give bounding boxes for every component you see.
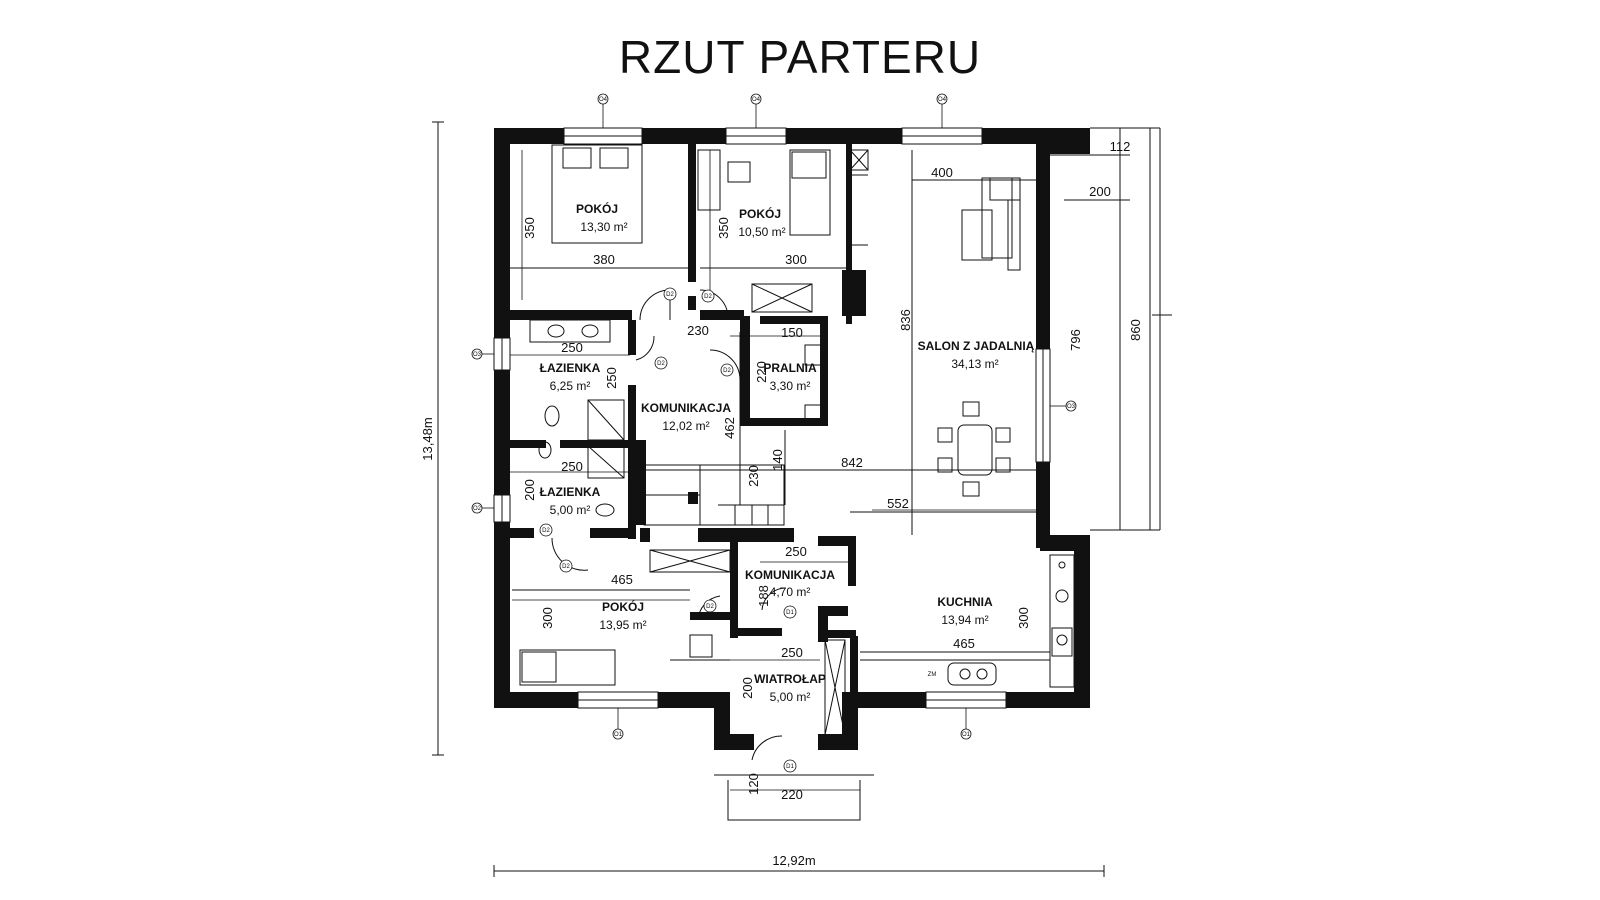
window-tag: O1 <box>962 732 971 738</box>
dimension-label: 150 <box>781 325 803 340</box>
dimension-labels: 350 380 350 300 400 112 200 836 796 860 … <box>522 139 1143 802</box>
room-name: KOMUNIKACJA <box>745 568 835 582</box>
walls <box>494 128 1090 750</box>
room-area: 10,50 m² <box>738 225 785 239</box>
dimension-label: 200 <box>522 479 537 501</box>
dimension-label: 220 <box>781 787 803 802</box>
dimension-label: 796 <box>1068 329 1083 351</box>
dimension-label: 250 <box>561 459 583 474</box>
door-tag: D2 <box>542 528 550 534</box>
room-name: POKÓJ <box>602 599 644 614</box>
dimension-label: 230 <box>687 323 709 338</box>
room-name: POKÓJ <box>739 206 781 221</box>
dimension-label: 250 <box>785 544 807 559</box>
dimension-label: 462 <box>722 417 737 439</box>
dimension-label: 465 <box>611 572 633 587</box>
room-area: 6,25 m² <box>550 379 591 393</box>
window-tag-markers <box>471 93 1077 740</box>
room-area: 13,95 m² <box>599 618 646 632</box>
dimension-label: 552 <box>887 496 909 511</box>
overall-width-label: 12,92m <box>772 853 815 868</box>
dimension-label: 250 <box>604 367 619 389</box>
room-name: WIATROŁAP <box>754 672 826 686</box>
window-tag: O1 <box>614 732 623 738</box>
interior-lines <box>510 144 1075 821</box>
windows <box>493 127 1051 709</box>
window-tag: O4 <box>599 97 608 103</box>
room-name: ŁAZIENKA <box>540 485 601 499</box>
dimension-label: 220 <box>754 361 769 383</box>
overall-height-label: 13,48m <box>420 417 435 460</box>
door-tag: D2 <box>666 292 674 298</box>
door-tag: D1 <box>786 764 794 770</box>
overall-dimension-lines <box>432 121 1105 877</box>
window-tag: O3 <box>473 352 482 358</box>
dimension-label: 200 <box>1089 184 1111 199</box>
dimension-label: 188 <box>756 585 771 607</box>
dimension-label: 200 <box>740 677 755 699</box>
small-label: ZM <box>928 672 937 678</box>
dimension-label: 230 <box>746 465 761 487</box>
dimension-label: 250 <box>561 340 583 355</box>
room-name: KOMUNIKACJA <box>641 401 731 415</box>
room-area: 13,94 m² <box>941 613 988 627</box>
room-name: PRALNIA <box>763 361 817 375</box>
room-area: 34,13 m² <box>951 357 998 371</box>
dimension-label: 465 <box>953 636 975 651</box>
window-tag: O4 <box>752 97 761 103</box>
dimension-label: 380 <box>593 252 615 267</box>
room-name: KUCHNIA <box>937 595 993 609</box>
door-tag: D2 <box>723 368 731 374</box>
room-name: ŁAZIENKA <box>540 361 601 375</box>
door-tag: D2 <box>562 564 570 570</box>
window-tag: O4 <box>938 97 947 103</box>
plan-title: RZUT PARTERU <box>618 31 982 83</box>
dimension-label: 860 <box>1128 319 1143 341</box>
inner-dimension-lines <box>510 150 1040 791</box>
room-name: POKÓJ <box>576 201 618 216</box>
dimension-label: 250 <box>781 645 803 660</box>
dimension-label: 350 <box>716 217 731 239</box>
window-tag-labels: O4 O4 O4 O3 O3 O2 O1 O1 <box>473 97 1076 738</box>
dimension-label: 120 <box>746 773 761 795</box>
dimension-label: 112 <box>1110 139 1131 154</box>
room-area: 3,30 m² <box>770 379 811 393</box>
door-tag: D1 <box>786 610 794 616</box>
dimension-label: 300 <box>1016 607 1031 629</box>
dimension-label: 300 <box>785 252 807 267</box>
dimension-label: 350 <box>522 217 537 239</box>
dimension-label: 400 <box>931 165 953 180</box>
room-area: 5,00 m² <box>550 503 591 517</box>
room-area: 5,00 m² <box>770 690 811 704</box>
room-name: SALON Z JADALNIĄ <box>918 339 1035 353</box>
dimension-label: 842 <box>841 455 863 470</box>
door-tag: D2 <box>657 361 665 367</box>
room-labels: POKÓJ 13,30 m² POKÓJ 10,50 m² SALON Z JA… <box>540 201 1035 704</box>
door-tag: D2 <box>706 604 714 610</box>
dimension-label: 300 <box>540 607 555 629</box>
room-area: 13,30 m² <box>580 220 627 234</box>
window-tag: O3 <box>1067 404 1076 410</box>
room-area: 12,02 m² <box>662 419 709 433</box>
dimension-label: 836 <box>898 309 913 331</box>
dimension-label: 140 <box>770 449 785 471</box>
door-tag-labels: D2 D2 D2 D2 D2 D2 D2 D1 D1 <box>542 292 794 770</box>
window-tag: O2 <box>473 506 482 512</box>
door-tags <box>539 287 797 773</box>
door-tag: D2 <box>704 294 712 300</box>
room-area: 4,70 m² <box>770 585 811 599</box>
